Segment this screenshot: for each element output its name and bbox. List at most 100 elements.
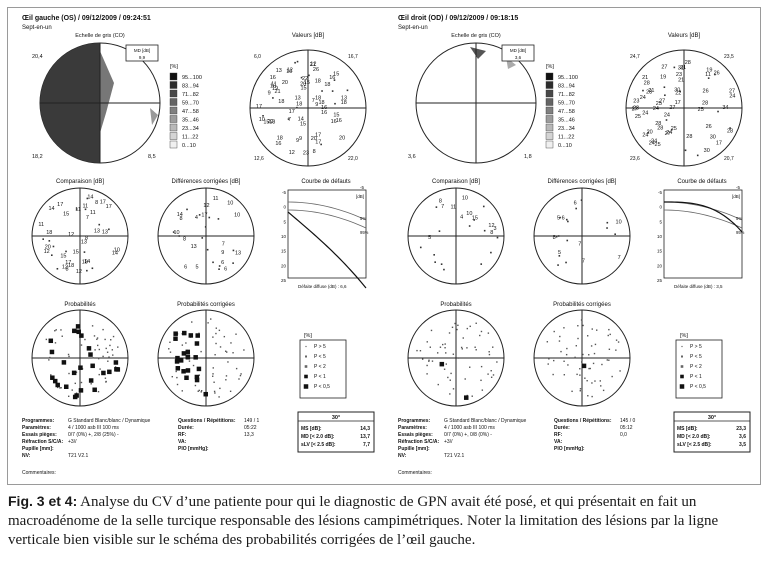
info-mid-value: 149 / 1: [244, 418, 260, 424]
prob-corr-dot: [577, 325, 579, 327]
curve-tick: 10: [281, 234, 287, 239]
prob-dot: [466, 327, 469, 330]
values-value: 17: [289, 109, 295, 115]
corrected-title: Différences corrigées [dB]: [548, 179, 617, 185]
values-value: 25: [698, 107, 704, 113]
curve-pct-a: 5%: [736, 216, 742, 221]
prob-corr-dot: [579, 390, 581, 392]
prob-corr-defect: [175, 355, 180, 361]
values-value: 17: [675, 100, 681, 106]
prob-dot: [91, 325, 94, 327]
corrected-value: 8: [180, 216, 183, 222]
prob-corr-dot: [212, 373, 214, 375]
values-value: 24: [642, 132, 648, 138]
curve-tick: 20: [281, 263, 287, 268]
prob-dot: [105, 380, 107, 383]
prob-legend-label: P < 1: [690, 374, 702, 380]
prob-corr-dot: [593, 352, 596, 355]
prob-dot: [84, 338, 86, 341]
prob-legend-label: P < 0,5: [314, 384, 330, 390]
values-value: 19: [660, 75, 666, 81]
corrected-dot: [178, 235, 181, 237]
gray-legend-swatch: [545, 72, 554, 81]
prob-dot: [416, 349, 418, 352]
gray-corner-br: 1,8: [524, 154, 532, 160]
values-dot: [670, 128, 673, 131]
comparison-dot: [65, 250, 67, 253]
prob-corr-defect: [185, 354, 191, 360]
values-value: 24: [664, 112, 670, 118]
gray-legend-swatch: [545, 132, 554, 140]
prob-dot: [451, 326, 454, 329]
prob-corr-dot: [611, 375, 613, 378]
prob-dot: [419, 350, 422, 352]
prob-corr-dot: [219, 387, 221, 390]
info-mid-value: 05:22: [244, 425, 257, 431]
prob-corr-dot: [214, 354, 216, 356]
values-value: 21: [678, 77, 684, 83]
values-dot: [673, 66, 676, 69]
prob-corr-dot: [580, 319, 583, 321]
gray-legend-label: 0...10: [182, 143, 196, 149]
comparison-dot: [52, 245, 55, 248]
prob-legend-label: P > 5: [690, 344, 702, 350]
prob-title: Probabilités: [64, 302, 95, 308]
prob-legend-symbol: [305, 345, 307, 348]
prob-corr-defect: [203, 391, 208, 397]
prob-corr-defect: [195, 333, 200, 338]
values-value: 28: [644, 81, 650, 87]
prob-dot: [457, 324, 459, 327]
info-value: 4 / 1000 asb III 100 ms: [444, 425, 495, 431]
values-value: 17: [315, 140, 321, 146]
info-mid-label: PIO [mmHg]:: [178, 446, 209, 452]
summary-label: sLV [< 2.5 dB]:: [677, 442, 712, 448]
prob-defect: [114, 367, 119, 372]
gray-legend-label: 71...82: [558, 92, 575, 98]
comparison-value: 14: [48, 206, 54, 212]
curve-tick: -5: [658, 190, 662, 195]
prob-corr-dot: [213, 381, 215, 383]
values-value: 18: [324, 82, 330, 88]
md-mini-label: MD [dB]: [134, 48, 150, 53]
corrected-title: Différences corrigées [dB]: [172, 179, 241, 185]
curve-pct-a: 5%: [360, 216, 366, 221]
prob-corr-dot: [181, 390, 183, 392]
comparison-value: 10: [462, 195, 468, 201]
comparison-value: 14: [87, 195, 93, 201]
info-label: Réfraction S/C/A:: [22, 439, 63, 445]
info-label: Réfraction S/C/A:: [398, 439, 439, 445]
values-value: 18: [315, 79, 321, 85]
prob-dot: [112, 335, 115, 338]
prob-dot: [102, 355, 104, 358]
prob-dot: [475, 349, 477, 351]
prob-dot: [60, 387, 62, 389]
comparison-dot: [86, 197, 89, 200]
prob-defect: [92, 387, 97, 393]
prob-dot: [93, 335, 96, 337]
values-value: 30: [674, 88, 680, 94]
gray-legend-swatch: [545, 98, 554, 106]
values-value: 24: [729, 94, 735, 100]
prob-dot: [68, 355, 70, 358]
prob-dot: [98, 348, 101, 351]
prob-dot: [457, 357, 460, 359]
prob-corr-dot: [608, 328, 610, 331]
gray-legend-label: 71...82: [182, 92, 199, 98]
curve-band-upper: [287, 201, 367, 221]
values-dot: [333, 79, 336, 81]
prob-dot: [428, 360, 430, 362]
corrected-value: 5: [196, 264, 199, 270]
values-dot: [287, 118, 290, 120]
prob-corr-dot: [565, 353, 568, 356]
prob-corr-dot: [559, 335, 561, 338]
info-mid-label: VA:: [554, 439, 563, 445]
values-value: 27: [729, 88, 735, 94]
gray-legend-swatch: [169, 115, 178, 123]
prob-dot: [104, 338, 106, 341]
prob-dot: [479, 334, 481, 337]
comparison-value: 10: [466, 211, 472, 217]
prob-dot: [90, 383, 92, 385]
values-value: 21: [310, 62, 316, 68]
comparison-value: 12: [68, 232, 74, 238]
values-value: 23: [303, 151, 309, 157]
